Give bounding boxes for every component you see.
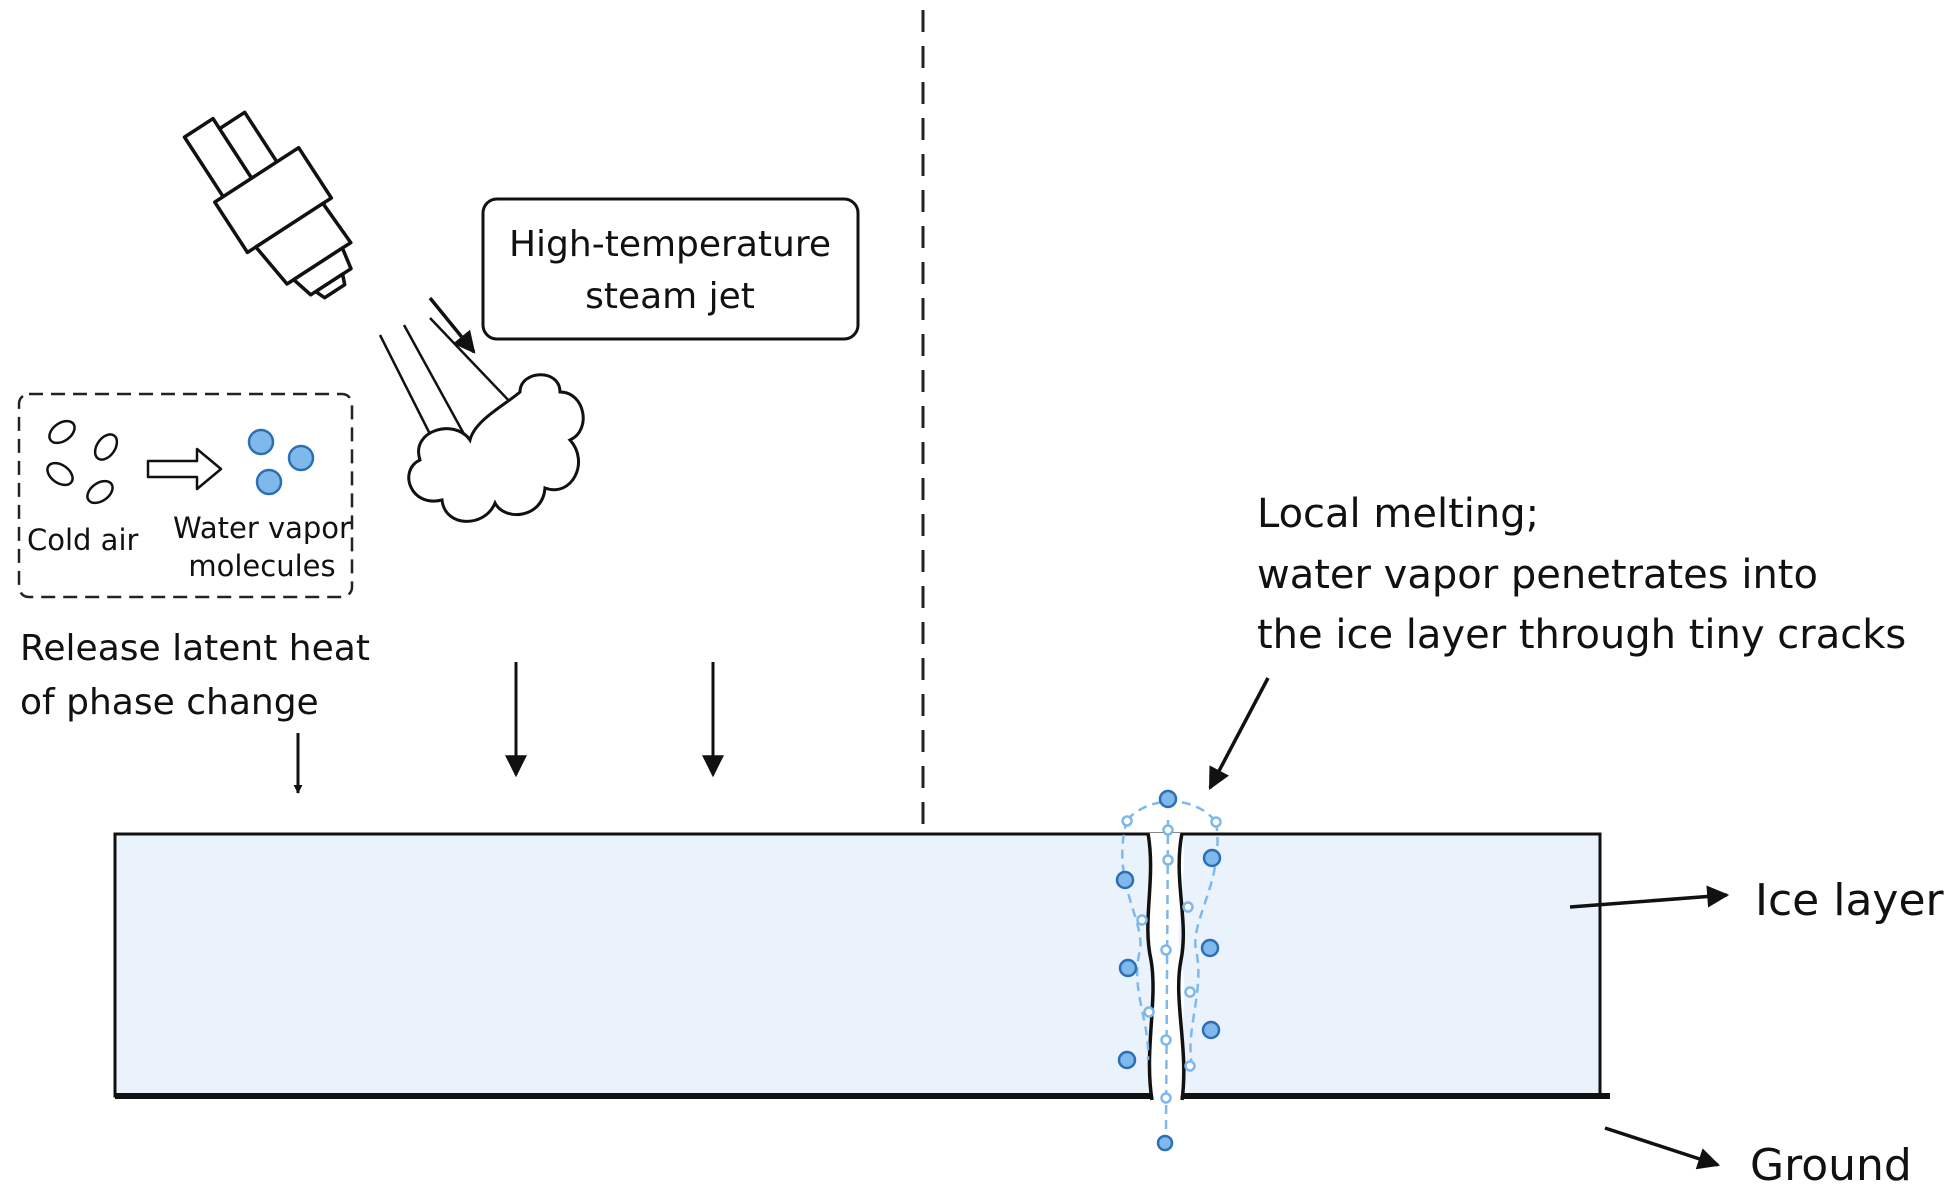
- cold-air-molecule: [93, 433, 119, 461]
- vapor-molecule: [1156, 1134, 1174, 1152]
- vapor-molecule: [287, 444, 315, 472]
- local-melting-label-line1: Local melting;: [1257, 491, 1539, 537]
- crack-vapor-small: [1121, 815, 1222, 1104]
- latent-heat-label-line2: of phase change: [20, 682, 319, 723]
- vapor-molecule: [1201, 1020, 1221, 1040]
- spray-lines: [378, 317, 514, 451]
- steam-jet-label-line1: High-temperature: [509, 224, 831, 265]
- crack-vapor-molecules: [1115, 789, 1222, 1152]
- ground-pointer: [1604, 1126, 1721, 1170]
- cold-air-molecule: [46, 461, 74, 487]
- heat-arrows: [293, 662, 724, 794]
- steam-cloud-icon: [407, 373, 585, 523]
- vapor-molecule: [1118, 958, 1138, 978]
- steam-jet-label-line2: steam jet: [585, 276, 755, 317]
- water-vapor-label-line1: Water vapor: [173, 511, 351, 545]
- ice-layer-rect: [113, 832, 1602, 1098]
- vapor-molecule: [1202, 848, 1222, 868]
- vapor-molecule: [1200, 938, 1220, 958]
- steam-nozzle-icon: [182, 110, 353, 300]
- vapor-molecule: [1158, 789, 1178, 809]
- cold-air-molecules: [46, 419, 119, 505]
- ice-layer-label: Ice layer: [1755, 875, 1945, 926]
- steam-direction-arrow: [428, 296, 476, 354]
- cold-air-molecule: [48, 419, 76, 445]
- water-vapor-label-line2: molecules: [188, 549, 335, 583]
- cold-air-molecule: [86, 479, 114, 505]
- steam-jet-label-box: [481, 197, 860, 341]
- ice-layer-pointer: [1569, 885, 1730, 909]
- water-vapor-molecules: [247, 428, 315, 496]
- ground-label: Ground: [1750, 1140, 1912, 1191]
- vapor-molecule: [247, 428, 275, 456]
- hollow-arrow-icon: [146, 447, 223, 491]
- local-melting-label-line2: water vapor penetrates into: [1257, 552, 1818, 598]
- ice-crack: [1146, 832, 1186, 1101]
- local-melting-label-line3: the ice layer through tiny cracks: [1257, 612, 1906, 658]
- latent-heat-label-line1: Release latent heat: [20, 628, 370, 669]
- vapor-molecule: [1117, 1050, 1137, 1070]
- vapor-molecule: [1115, 870, 1135, 890]
- cold-air-label: Cold air: [27, 523, 139, 557]
- local-melting-pointer: [1208, 677, 1270, 790]
- vapor-molecule: [255, 468, 283, 496]
